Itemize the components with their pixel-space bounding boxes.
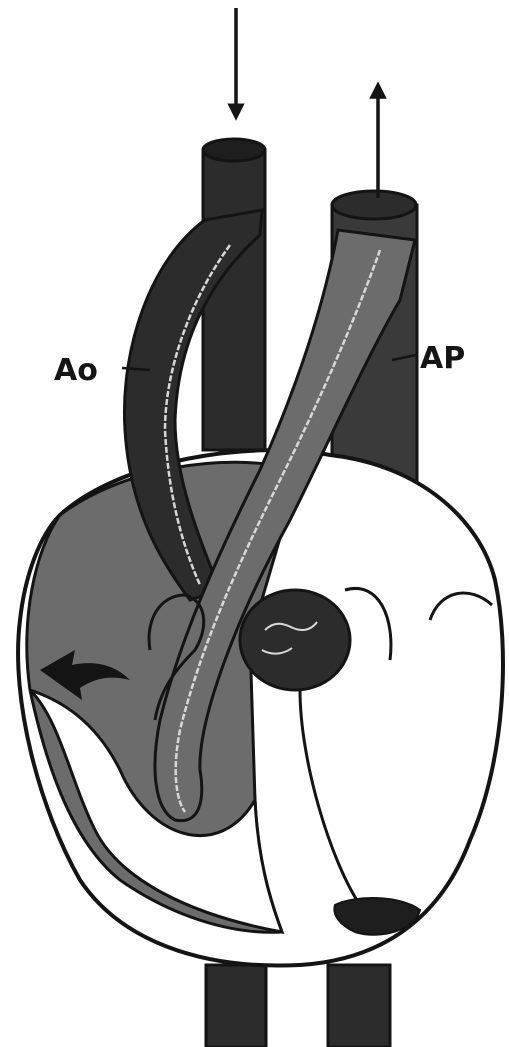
pulmonary-artery-label: AP [420, 341, 465, 376]
septal-chamber [240, 590, 350, 690]
lower-vessels [206, 965, 390, 1047]
aorta-label: Ao [54, 353, 98, 388]
